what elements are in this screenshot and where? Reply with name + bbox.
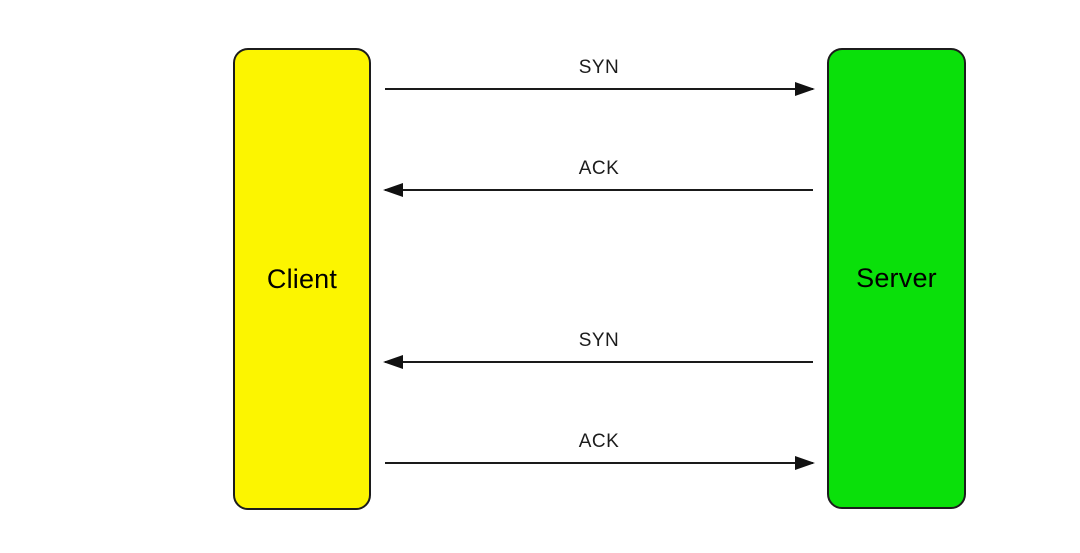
node-server: Server: [827, 48, 966, 509]
arrow-line: [385, 189, 813, 191]
arrowhead-left-icon: [383, 355, 403, 369]
node-client: Client: [233, 48, 371, 510]
arrow-line: [385, 361, 813, 363]
message-syn-1-label: SYN: [578, 57, 620, 78]
message-syn-2-label: SYN: [578, 330, 620, 351]
node-server-label: Server: [856, 263, 937, 293]
message-ack-1-label: ACK: [578, 158, 620, 179]
arrowhead-right-icon: [795, 456, 815, 470]
arrowhead-right-icon: [795, 82, 815, 96]
message-ack-2-label: ACK: [578, 431, 620, 452]
arrow-line: [385, 88, 813, 90]
node-client-label: Client: [266, 263, 338, 294]
arrow-line: [385, 462, 813, 464]
arrowhead-left-icon: [383, 183, 403, 197]
